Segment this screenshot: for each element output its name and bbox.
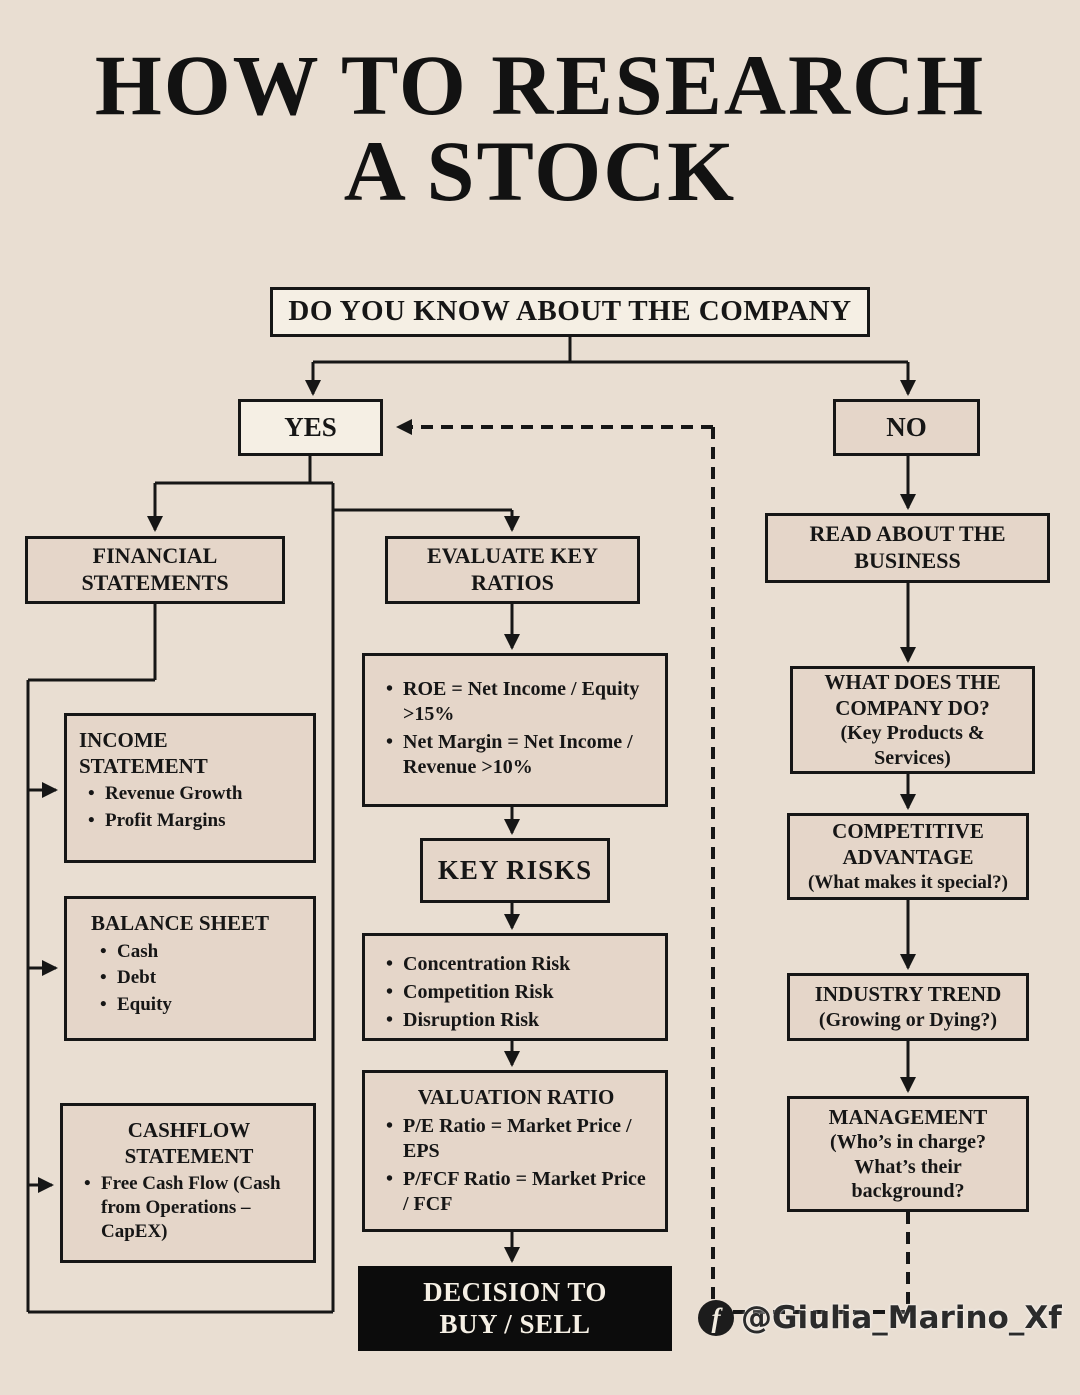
node-subtitle: (Key Products & Services) <box>840 722 985 769</box>
watermark-handle: @Giulia_Marino_Xf <box>741 1300 1062 1336</box>
node-decision: DECISION TO BUY / SELL <box>358 1266 672 1351</box>
node-question: DO YOU KNOW ABOUT THE COMPANY <box>270 287 870 337</box>
node-label: DO YOU KNOW ABOUT THE COMPANY <box>288 295 852 328</box>
node-key-ratios-detail: ROE = Net Income / Equity >15% Net Margi… <box>362 653 668 807</box>
node-read-about-the-business: READ ABOUT THE BUSINESS <box>765 513 1050 583</box>
bullet-item: P/E Ratio = Market Price / EPS <box>377 1114 655 1164</box>
node-title: WHAT DOES THE COMPANY DO? <box>824 670 1001 720</box>
node-no: NO <box>833 399 980 456</box>
node-label: EVALUATE KEY RATIOS <box>427 543 598 595</box>
facebook-icon: f <box>698 1300 734 1336</box>
node-financial-statements: FINANCIAL STATEMENTS <box>25 536 285 604</box>
node-subtitle: (Growing or Dying?) <box>818 1008 998 1031</box>
bullet-item: P/FCF Ratio = Market Price / FCF <box>377 1167 655 1217</box>
node-what-does-company-do: WHAT DOES THE COMPANY DO? (Key Products … <box>790 666 1035 774</box>
bullet-item: Concentration Risk <box>377 952 655 977</box>
node-title: VALUATION RATIO <box>417 1085 615 1109</box>
node-title: INDUSTRY TREND <box>814 982 1002 1006</box>
bullet-item: Revenue Growth <box>79 782 303 806</box>
node-subtitle: (What makes it special?) <box>807 871 1008 893</box>
bullet-item: Net Margin = Net Income / Revenue >10% <box>377 730 655 780</box>
bullet-item: Cash <box>91 940 303 964</box>
node-label: DECISION TO BUY / SELL <box>423 1277 607 1339</box>
node-title: COMPETITIVE ADVANTAGE <box>832 819 984 869</box>
node-title: CASHFLOW STATEMENT <box>124 1118 254 1168</box>
node-label: FINANCIAL STATEMENTS <box>81 543 229 595</box>
node-yes: YES <box>238 399 383 456</box>
bullet-item: Profit Margins <box>79 809 303 833</box>
node-income-statement: INCOME STATEMENT Revenue Growth Profit M… <box>64 713 316 863</box>
node-key-risks: KEY RISKS <box>420 838 610 903</box>
node-industry-trend: INDUSTRY TREND (Growing or Dying?) <box>787 973 1029 1041</box>
bullet-item: ROE = Net Income / Equity >15% <box>377 677 655 727</box>
node-management: MANAGEMENT (Who’s in charge? What’s thei… <box>787 1096 1029 1212</box>
node-title: MANAGEMENT <box>828 1104 988 1129</box>
watermark: f @Giulia_Marino_Xf <box>698 1300 1062 1336</box>
node-label: YES <box>284 412 337 443</box>
node-title: BALANCE SHEET <box>91 911 269 935</box>
node-balance-sheet: BALANCE SHEET Cash Debt Equity <box>64 896 316 1041</box>
page-title-text: HOW TO RESEARCH A STOCK <box>94 37 986 219</box>
page-title: HOW TO RESEARCH A STOCK <box>0 42 1080 214</box>
node-cashflow-statement: CASHFLOW STATEMENT Free Cash Flow (Cash … <box>60 1103 316 1263</box>
node-title: INCOME STATEMENT <box>79 728 208 778</box>
node-risks-detail: Concentration Risk Competition Risk Disr… <box>362 933 668 1041</box>
node-label: READ ABOUT THE BUSINESS <box>809 521 1006 573</box>
node-competitive-advantage: COMPETITIVE ADVANTAGE (What makes it spe… <box>787 813 1029 900</box>
bullet-item: Disruption Risk <box>377 1008 655 1033</box>
node-label: NO <box>886 412 927 443</box>
node-evaluate-key-ratios: EVALUATE KEY RATIOS <box>385 536 640 604</box>
bullet-item: Free Cash Flow (Cash from Operations – C… <box>75 1172 303 1243</box>
bullet-item: Equity <box>91 993 303 1017</box>
node-valuation-ratio: VALUATION RATIO P/E Ratio = Market Price… <box>362 1070 668 1232</box>
bullet-item: Debt <box>91 966 303 990</box>
node-subtitle: (Who’s in charge? What’s their backgroun… <box>830 1131 986 1202</box>
node-label: KEY RISKS <box>437 855 593 886</box>
bullet-item: Competition Risk <box>377 980 655 1005</box>
